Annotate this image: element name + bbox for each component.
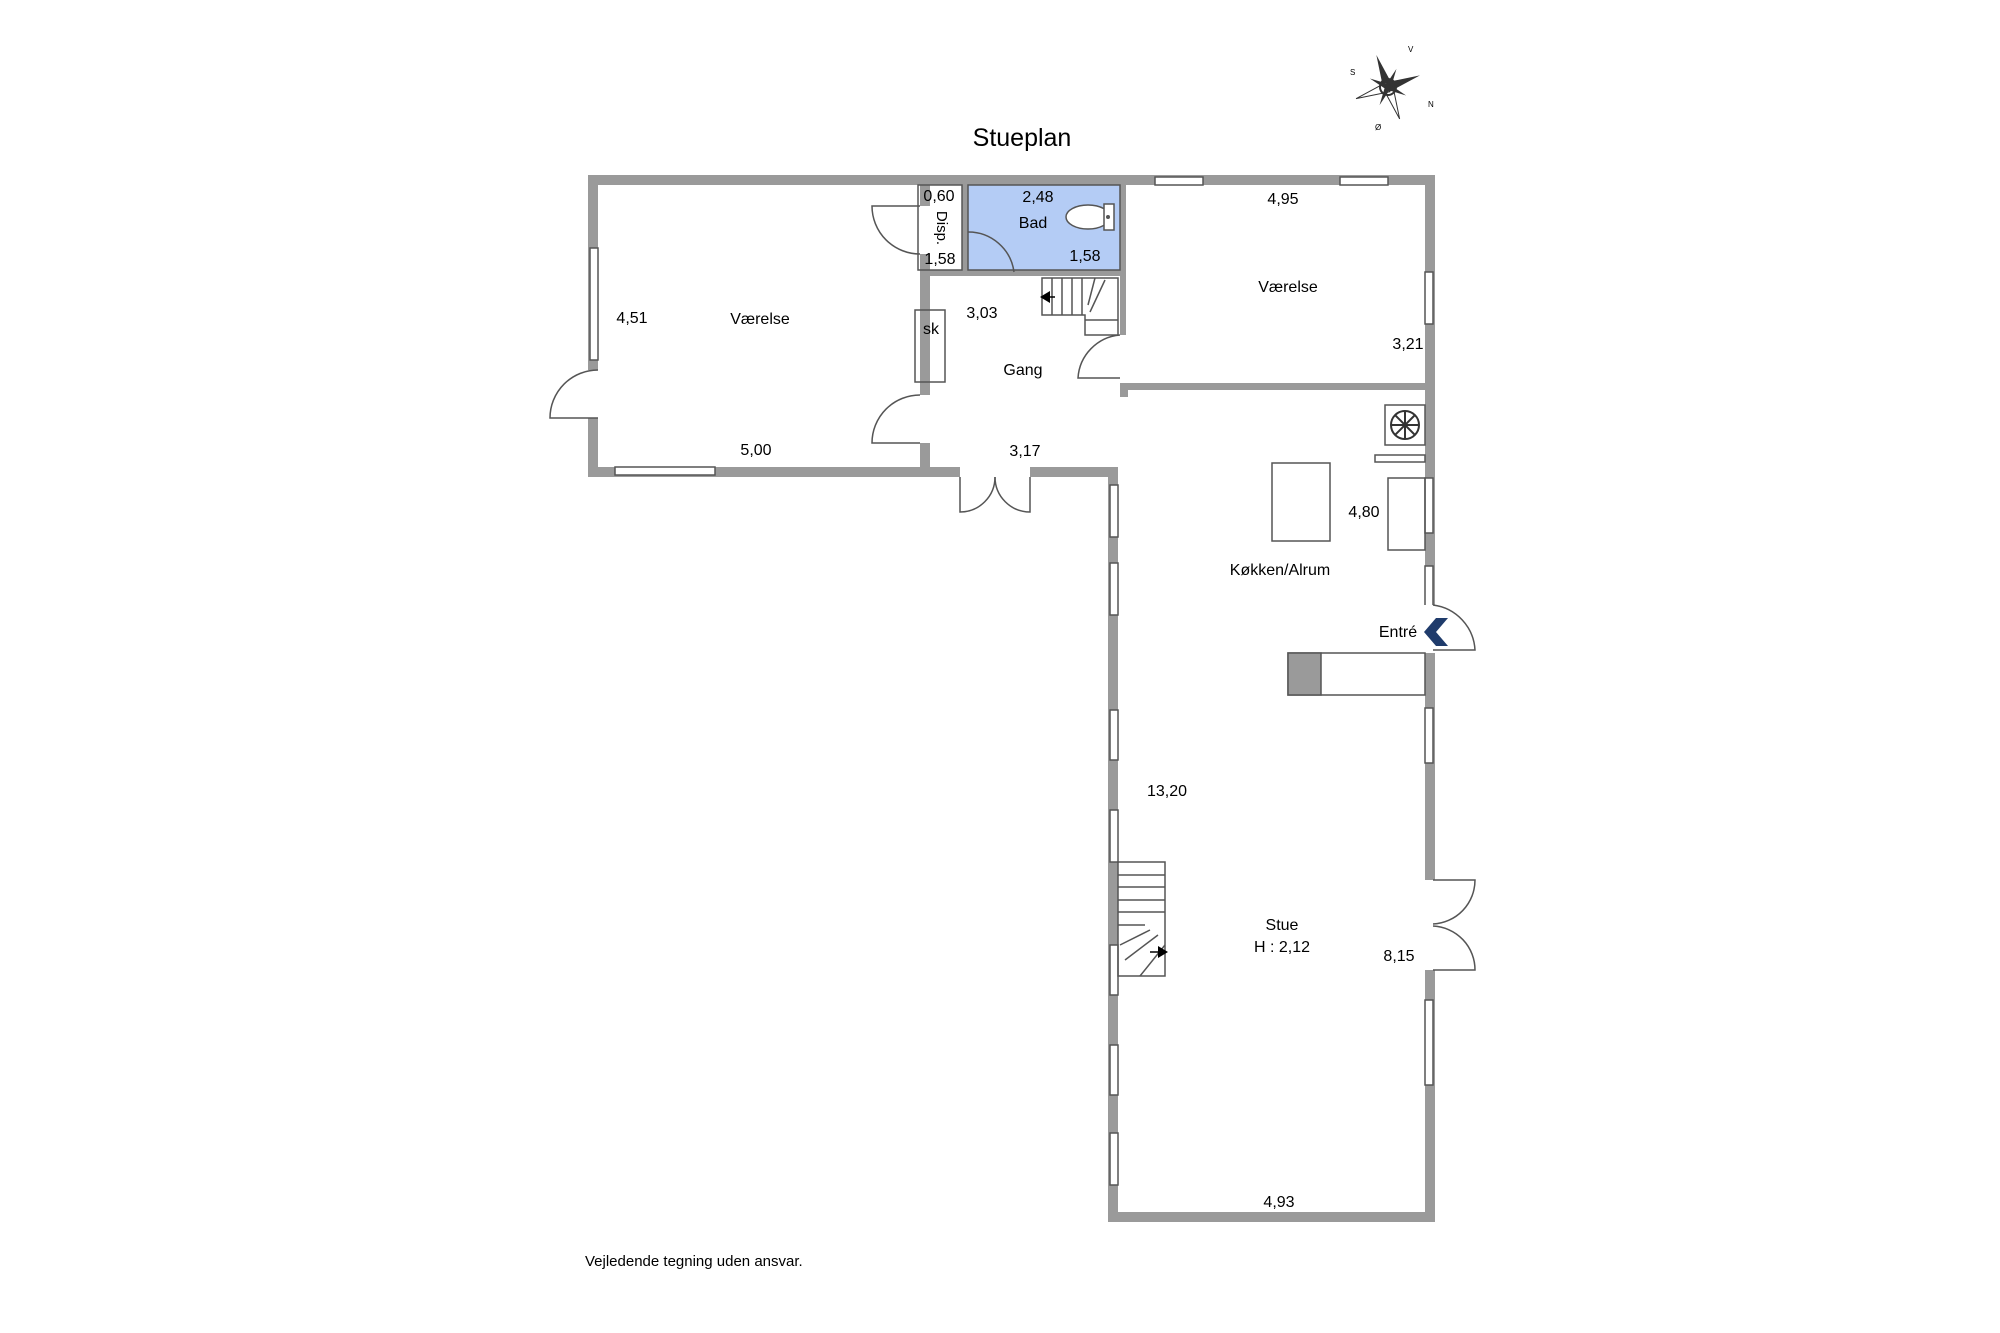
room-disp-depth: 1,58 bbox=[924, 251, 955, 268]
compass-north-label: N bbox=[1428, 100, 1434, 109]
page-title: Stueplan bbox=[973, 124, 1072, 152]
compass-icon: V N S Ø bbox=[1350, 45, 1434, 132]
room-vaerelse-west-depth: 4,51 bbox=[616, 310, 647, 327]
room-koekken-name: Køkken/Alrum bbox=[1230, 562, 1330, 579]
stairs-south-icon bbox=[1117, 861, 1168, 977]
room-stue-length: 13,20 bbox=[1147, 783, 1187, 800]
compass-west-label: V bbox=[1408, 45, 1414, 54]
compass-east-label: Ø bbox=[1375, 123, 1381, 132]
exterior-walls bbox=[588, 175, 1435, 1222]
disclaimer: Vejledende tegning uden ansvar. bbox=[585, 1253, 803, 1270]
room-vaerelse-east-name: Værelse bbox=[1258, 279, 1318, 296]
room-gang-width: 3,17 bbox=[1009, 443, 1040, 460]
room-vaerelse-west-width: 5,00 bbox=[740, 442, 771, 459]
interior-walls bbox=[920, 185, 1425, 397]
windows bbox=[589, 176, 1434, 1186]
room-vaerelse-east-depth: 3,21 bbox=[1392, 336, 1423, 353]
room-bad-name: Bad bbox=[1019, 215, 1047, 232]
room-gang-name: Gang bbox=[1003, 362, 1042, 379]
room-entre-name: Entré bbox=[1379, 624, 1417, 641]
fan-icon bbox=[1384, 404, 1426, 446]
doors bbox=[549, 205, 1476, 971]
room-stue-name: Stue bbox=[1266, 917, 1299, 934]
stairs-north-icon bbox=[1040, 277, 1119, 336]
room-stue-width: 4,93 bbox=[1263, 1194, 1294, 1211]
room-vaerelse-west-name: Værelse bbox=[730, 311, 790, 328]
room-vaerelse-east-width: 4,95 bbox=[1267, 191, 1298, 208]
room-gang-depth: 3,03 bbox=[966, 305, 997, 322]
toilet-icon bbox=[1065, 203, 1115, 231]
room-sk-name: sk bbox=[923, 321, 940, 338]
room-koekken-depth: 4,80 bbox=[1348, 504, 1379, 521]
room-disp-name: Disp. bbox=[933, 211, 950, 245]
room-bad-width: 2,48 bbox=[1022, 189, 1053, 206]
room-stue-depth: 8,15 bbox=[1383, 948, 1414, 965]
compass-south-label: S bbox=[1350, 68, 1355, 77]
room-bad-depth: 1,58 bbox=[1069, 248, 1100, 265]
room-disp-width: 0,60 bbox=[923, 188, 954, 205]
room-stue-height: H : 2,12 bbox=[1254, 939, 1310, 956]
room-labels: Værelse 4,51 5,00 0,60 Disp. 1,58 2,48 B… bbox=[616, 188, 1423, 1211]
fixtures bbox=[914, 184, 1448, 977]
entrance-arrow-icon bbox=[1424, 618, 1448, 646]
